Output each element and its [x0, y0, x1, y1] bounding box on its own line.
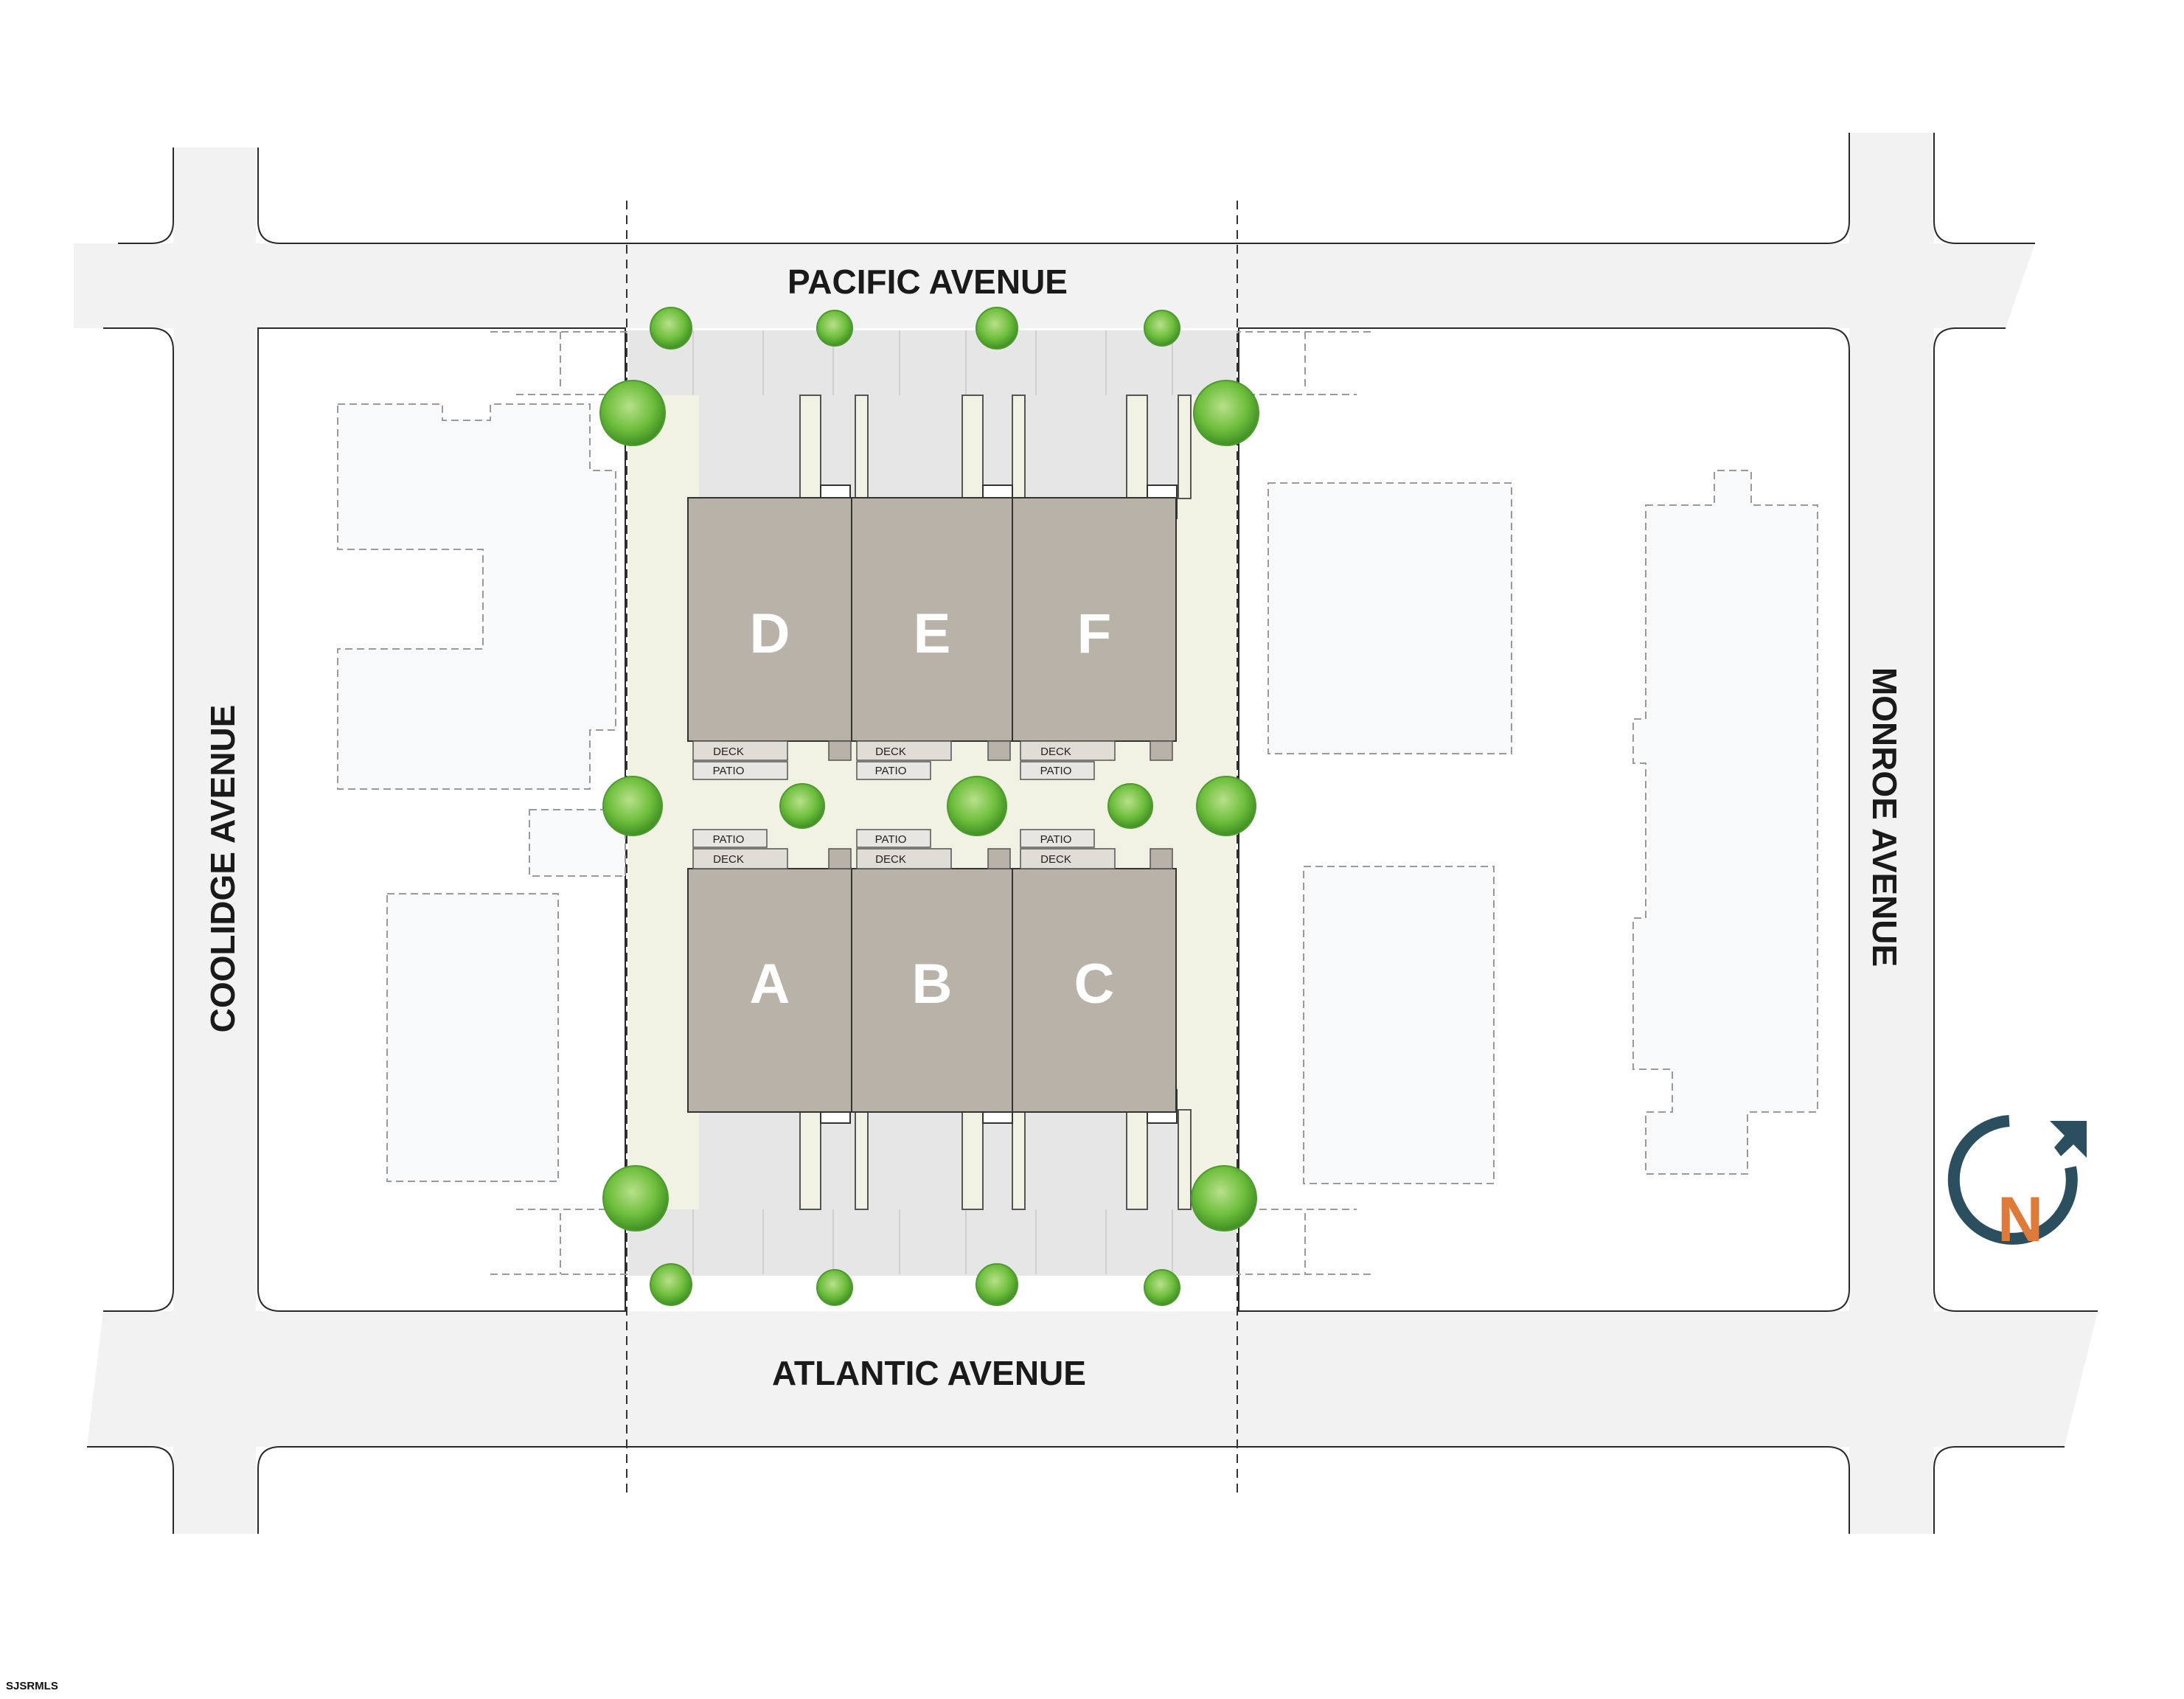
unit-c-footprint	[1012, 868, 1177, 1113]
north-right-corner	[1933, 133, 2035, 244]
south-right-corner	[1933, 1446, 2065, 1534]
trees	[599, 307, 1259, 1306]
deck-label: DECK	[713, 853, 744, 866]
mls-credit: SJSRMLS	[6, 1680, 58, 1692]
north-driveway-area	[699, 395, 1182, 498]
south-driveway-area	[699, 1110, 1182, 1209]
deck-label: DECK	[1040, 853, 1071, 866]
unit-b-label: B	[912, 953, 953, 1015]
tree	[650, 1263, 692, 1306]
tree	[1144, 310, 1180, 347]
unit-e-footprint	[851, 497, 1013, 742]
north-arrow-letter: N	[1997, 1184, 2043, 1255]
property-lines	[626, 201, 1238, 1497]
tree	[1196, 776, 1256, 836]
deck-label: DECK	[1040, 746, 1071, 758]
tree	[602, 776, 663, 836]
pacific-avenue-road	[103, 243, 2035, 328]
deck-label: DECK	[875, 746, 906, 758]
unit-e-label: E	[914, 602, 951, 665]
units-south-row: A B C	[687, 868, 1177, 1113]
north-left-corner	[118, 147, 174, 244]
deck-label: DECK	[875, 853, 906, 866]
south-left-corner	[87, 1446, 174, 1534]
outdoor-labels: DECK PATIO DECK PATIO DECK PATIO PATIO D…	[713, 746, 1072, 866]
patio-label: PATIO	[875, 765, 907, 777]
coolidge-avenue-road	[173, 147, 256, 1534]
atlantic-avenue-road	[87, 1311, 2098, 1447]
unit-f-footprint	[1012, 497, 1177, 742]
unit-d-footprint	[687, 497, 852, 742]
monroe-avenue-road	[1849, 133, 1934, 1534]
neighbor-building	[386, 893, 559, 1182]
tree	[1144, 1269, 1180, 1306]
north-arrow-icon: N	[1947, 1115, 2087, 1255]
tree	[816, 310, 853, 347]
north-west-block	[257, 133, 1850, 244]
neighbor-building	[1303, 866, 1495, 1184]
tree	[1193, 380, 1259, 446]
neighbor-building	[337, 403, 616, 790]
unit-c-label: C	[1074, 953, 1115, 1015]
neighbor-building	[1267, 482, 1512, 754]
patio-label: PATIO	[875, 833, 907, 846]
unit-a-footprint	[687, 868, 852, 1113]
south-parking-strip	[628, 1209, 1237, 1276]
deck-label: DECK	[713, 746, 744, 758]
street-label-monroe: MONROE AVENUE	[1865, 667, 1904, 967]
tree	[779, 783, 825, 829]
units-north-row: D E F	[687, 497, 1177, 742]
street-labels: PACIFIC AVENUE ATLANTIC AVENUE COOLIDGE …	[204, 263, 1904, 1392]
west-edge-top	[103, 327, 174, 1312]
road-network	[74, 133, 2098, 1534]
tree	[650, 307, 692, 350]
tree	[816, 1269, 853, 1306]
tree	[599, 380, 666, 446]
tree	[1191, 1165, 1257, 1231]
neighbor-buildings	[337, 331, 1818, 1275]
unit-d-label: D	[750, 602, 790, 665]
tree	[976, 1263, 1018, 1306]
patio-label: PATIO	[1040, 833, 1072, 846]
street-label-atlantic: ATLANTIC AVENUE	[772, 1354, 1086, 1392]
tree	[976, 307, 1018, 350]
patio-label: PATIO	[713, 765, 745, 777]
east-edge	[1933, 327, 2098, 1312]
patio-label: PATIO	[1040, 765, 1072, 777]
tree	[947, 776, 1007, 836]
tree	[1107, 783, 1153, 829]
patio-label: PATIO	[713, 833, 745, 846]
street-label-pacific: PACIFIC AVENUE	[787, 263, 1068, 301]
decks-and-patios	[692, 740, 1173, 869]
north-west-corner-patch	[74, 243, 258, 328]
walkways	[799, 395, 1192, 1210]
unit-f-label: F	[1077, 602, 1111, 665]
north-parking-strip	[628, 330, 1237, 395]
south-middle	[257, 1446, 1850, 1534]
tree	[602, 1165, 669, 1231]
neighbor-building	[1632, 470, 1818, 1175]
unit-a-label: A	[750, 953, 790, 1015]
street-label-coolidge: COOLIDGE AVENUE	[204, 705, 242, 1033]
